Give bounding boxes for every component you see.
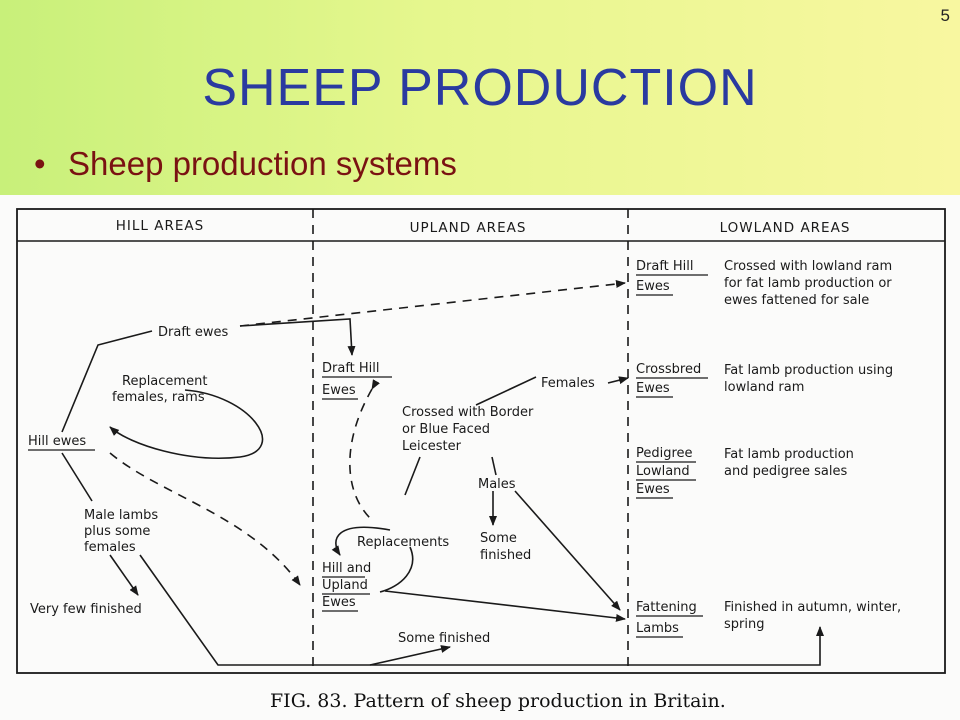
- desc-fattening-line2: spring: [724, 617, 764, 632]
- header-upland-areas: UPLAND AREAS: [410, 220, 527, 236]
- arrow-upland-draft-dashed: [349, 379, 380, 521]
- label-fattening-line1: Fattening: [636, 600, 697, 615]
- desc-pedigree-line1: Fat lamb production: [724, 447, 854, 462]
- loop-upland-replacements-right: [379, 546, 414, 593]
- label-upland-draft-hill-line2: Ewes: [322, 383, 356, 398]
- label-crossed-line1: Crossed with Border: [402, 405, 534, 420]
- label-fattening-line2: Lambs: [636, 621, 679, 636]
- diagram-figure: HILL AREAS UPLAND AREAS LOWLAND AREAS Dr…: [0, 195, 960, 720]
- arrow-bottom-to-fattening: [139, 554, 824, 666]
- header-lowland-areas: LOWLAND AREAS: [720, 220, 851, 236]
- label-upland-draft-hill-line1: Draft Hill: [322, 361, 380, 376]
- label-pedigree-line1: Pedigree: [636, 446, 693, 461]
- label-male-lambs-line1: Male lambs: [84, 508, 158, 523]
- slide-background: [0, 0, 960, 195]
- label-replacement-line2: females, rams: [112, 390, 205, 405]
- label-crossbred-line1: Crossbred: [636, 362, 701, 377]
- label-hill-upland-line2: Upland: [322, 578, 368, 593]
- label-hill-upland-line3: Ewes: [322, 595, 356, 610]
- label-pedigree-line3: Ewes: [636, 482, 670, 497]
- loop-upland-replacements-left: [331, 526, 391, 556]
- desc-pedigree-line2: and pedigree sales: [724, 464, 847, 479]
- slide-title: SHEEP PRODUCTION: [202, 59, 758, 117]
- label-replacements: Replacements: [357, 535, 449, 550]
- label-crossed-line2: or Blue Faced: [402, 422, 490, 437]
- desc-draft-line1: Crossed with lowland ram: [724, 259, 892, 274]
- label-lowland-draft-hill-line1: Draft Hill: [636, 259, 694, 274]
- label-males: Males: [478, 477, 516, 492]
- label-females: Females: [541, 376, 595, 391]
- label-some-finished-line2: finished: [480, 548, 531, 563]
- arrow-males-to-fattening: [514, 490, 621, 611]
- label-hill-ewes: Hill ewes: [28, 434, 86, 449]
- label-some-finished-line1: Some: [480, 531, 517, 546]
- header-hill-areas: HILL AREAS: [116, 218, 204, 234]
- flow-hill-to-draft-ewes: [61, 330, 153, 433]
- arrow-draft-to-upland: [239, 318, 356, 356]
- label-crossbred-line2: Ewes: [636, 381, 670, 396]
- diagram-frame: [16, 208, 946, 674]
- bullet-dot-icon: •: [34, 145, 46, 182]
- arrow-females-to-crossbred: [607, 376, 629, 385]
- arrow-upland-ewes-to-fattening: [384, 590, 626, 622]
- flow-crossed-to-females: [475, 376, 537, 406]
- arrow-some-finished-bottom: [369, 645, 451, 666]
- label-crossed-line3: Leicester: [402, 439, 462, 454]
- desc-crossbred-line2: lowland ram: [724, 380, 804, 395]
- sheep-flow-diagram: HILL AREAS UPLAND AREAS LOWLAND AREAS Dr…: [16, 208, 946, 712]
- flow-crossed-down: [404, 456, 421, 496]
- flow-crossed-to-males: [491, 456, 497, 476]
- arrow-to-very-few-finished: [109, 554, 139, 596]
- label-replacement-line1: Replacement: [122, 374, 207, 389]
- desc-fattening-line1: Finished in autumn, winter,: [724, 600, 901, 615]
- label-male-lambs-line2: plus some: [84, 524, 150, 539]
- page-number: 5: [940, 6, 950, 25]
- label-draft-ewes: Draft ewes: [158, 325, 229, 340]
- loop-hill-replacements: [109, 389, 264, 459]
- label-very-few-finished: Very few finished: [30, 602, 142, 617]
- label-lowland-draft-hill-line2: Ewes: [636, 279, 670, 294]
- figure-caption: FIG. 83. Pattern of sheep production in …: [270, 690, 726, 712]
- label-pedigree-line2: Lowland: [636, 464, 690, 479]
- label-hill-upland-line1: Hill and: [322, 561, 371, 576]
- flow-hill-to-male-lambs: [61, 452, 93, 502]
- arrow-draft-to-lowland: [239, 280, 626, 327]
- desc-draft-line2: for fat lamb production or: [724, 276, 892, 291]
- label-male-lambs-line3: females: [84, 540, 136, 555]
- label-some-finished-bottom: Some finished: [398, 631, 490, 646]
- bullet-text: Sheep production systems: [68, 145, 457, 182]
- bullet-item: • Sheep production systems: [34, 145, 457, 183]
- desc-draft-line3: ewes fattened for sale: [724, 293, 869, 308]
- desc-crossbred-line1: Fat lamb production using: [724, 363, 893, 378]
